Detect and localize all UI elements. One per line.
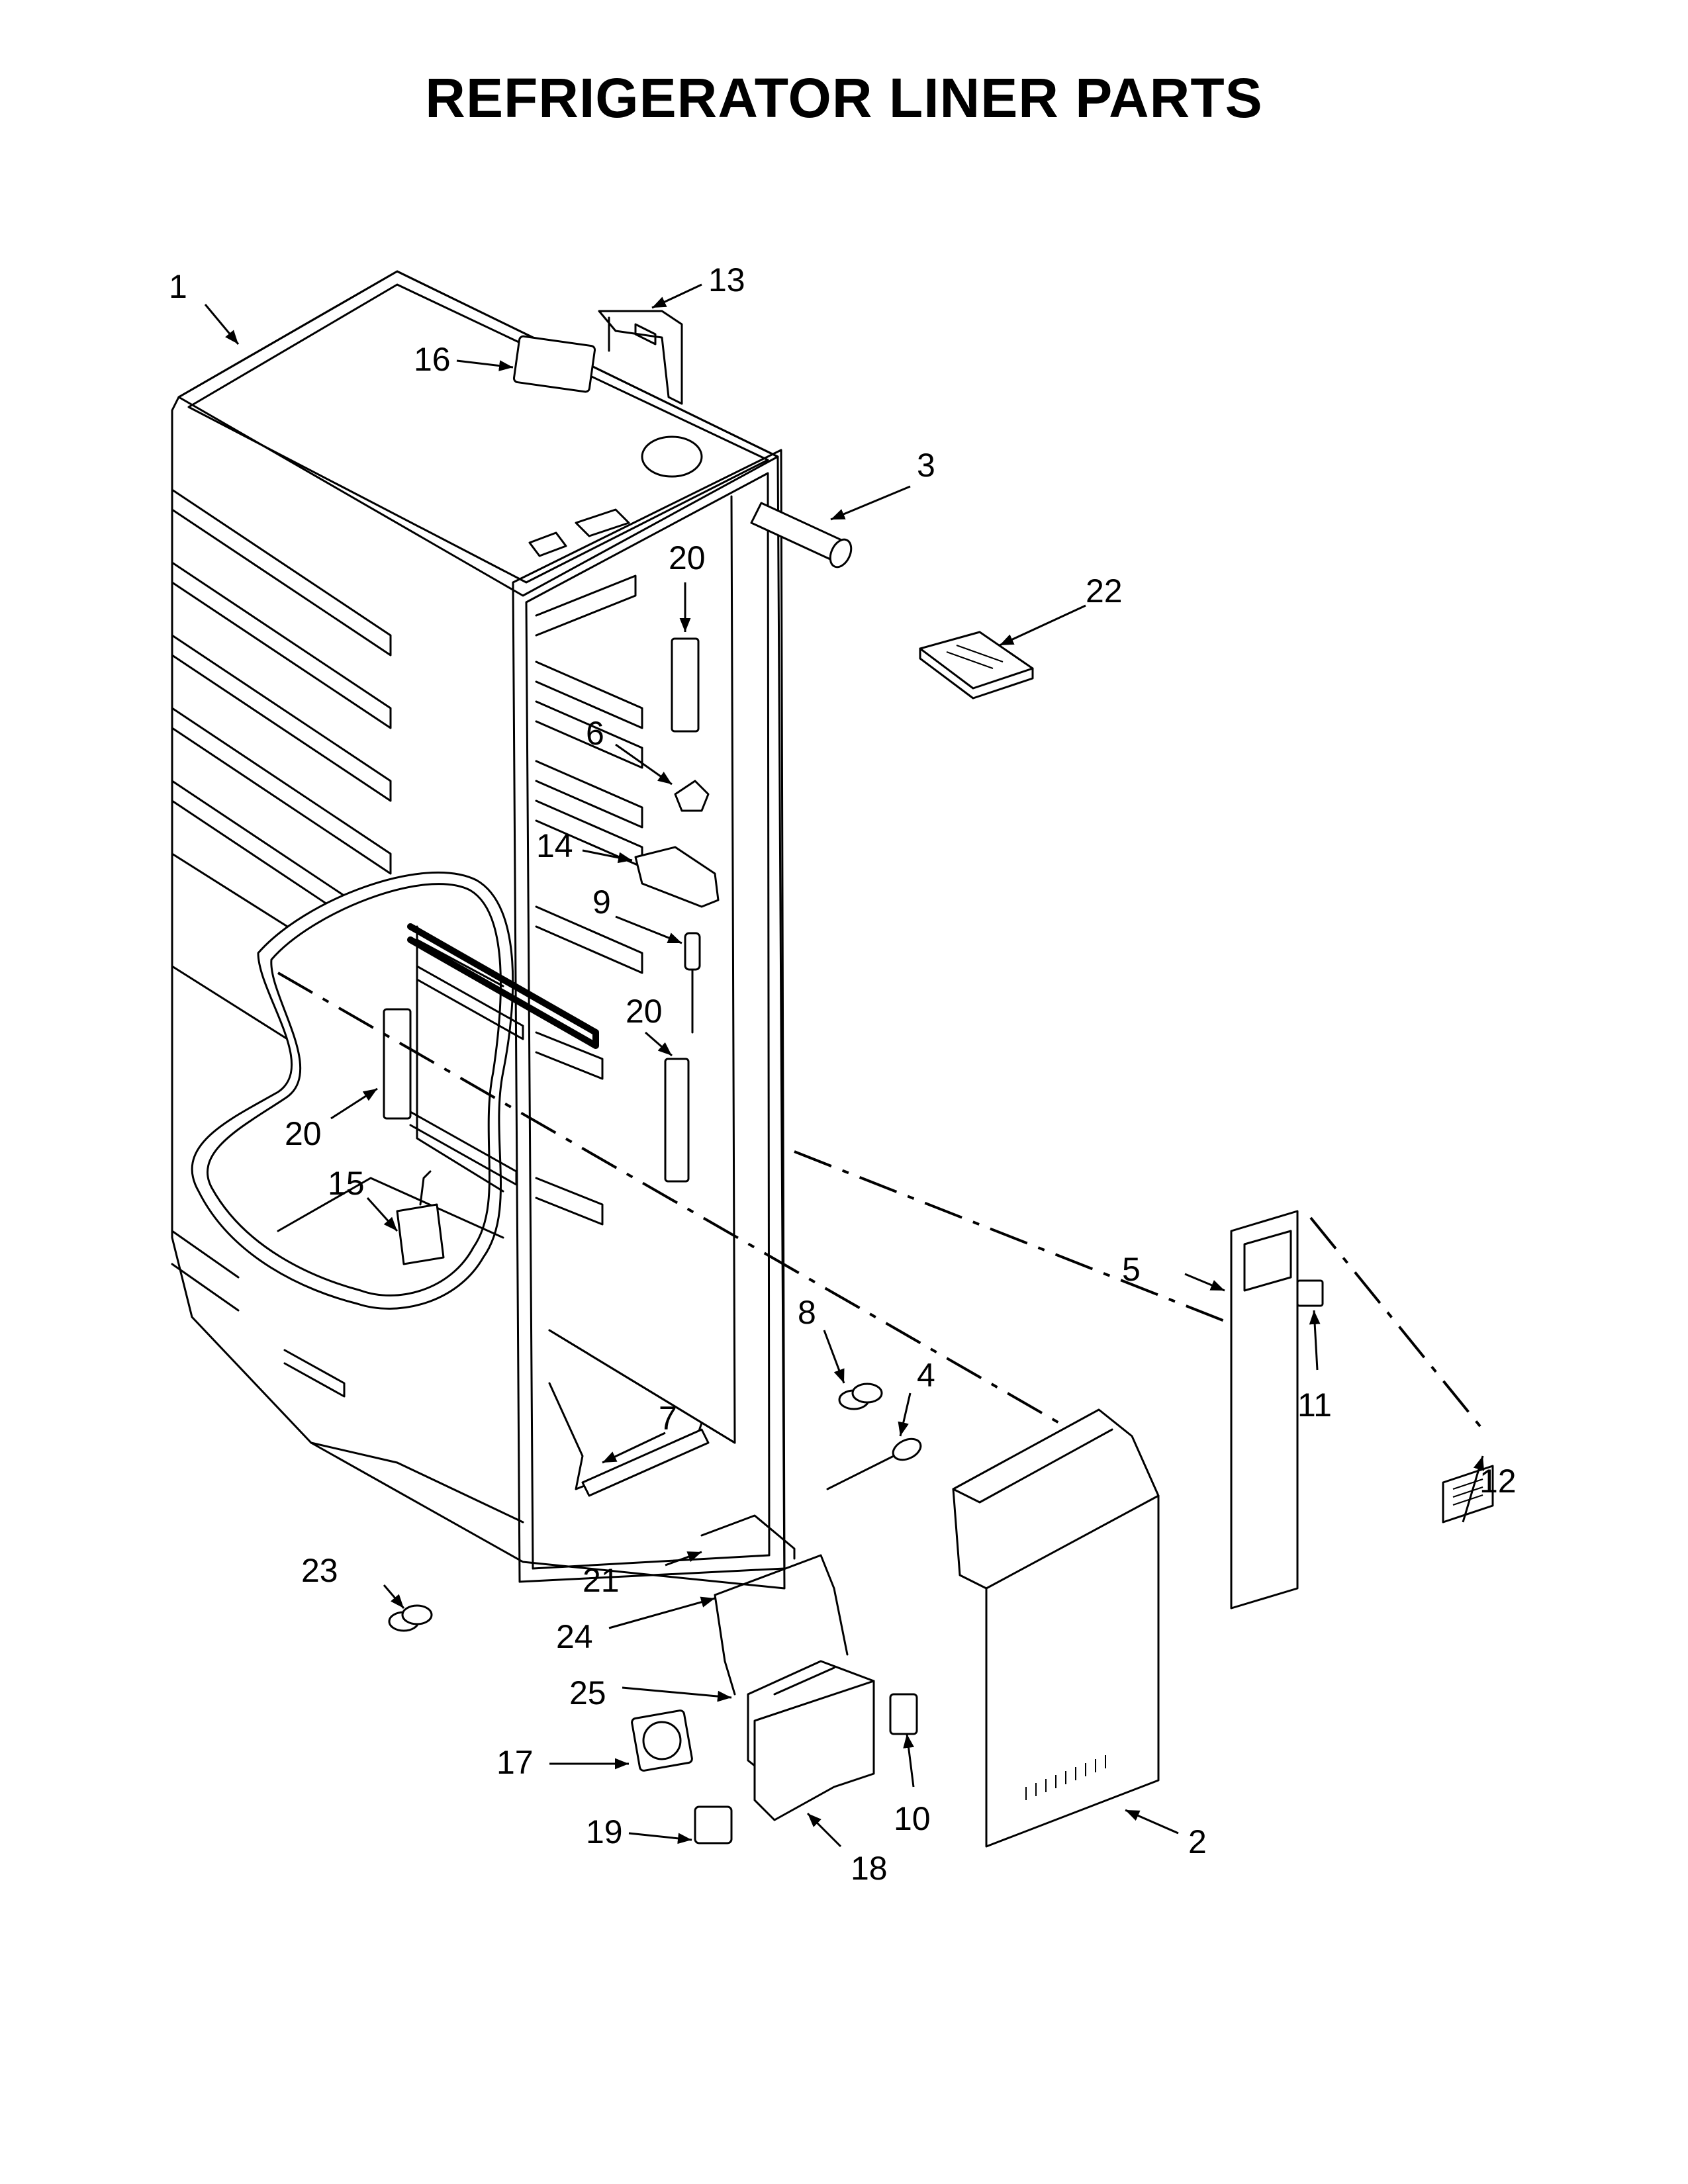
part-9-sensor (684, 932, 701, 1034)
callout-15: 15 (328, 1165, 365, 1202)
callout-14: 14 (536, 827, 573, 864)
callout-18: 18 (851, 1850, 888, 1887)
callout-labels: 1 2 3 4 5 6 7 8 9 10 11 12 13 14 15 16 1… (169, 261, 1517, 1887)
part-14-housing (634, 846, 720, 908)
part-18-fan-housing (753, 1680, 875, 1821)
callout-8: 8 (798, 1294, 816, 1331)
part-20-strip-middle (664, 1058, 690, 1183)
callout-11: 11 (1297, 1387, 1332, 1424)
part-23-cap (388, 1604, 433, 1632)
part-19-module (694, 1805, 733, 1844)
part-17-fan (631, 1709, 693, 1772)
cutaway-view (191, 871, 514, 1310)
part-3-light-tube (750, 502, 853, 569)
callout-6: 6 (586, 715, 604, 752)
callout-5: 5 (1122, 1251, 1141, 1288)
part-15-board (396, 1170, 445, 1265)
liner-cabinet (171, 270, 786, 1590)
callout-1: 1 (169, 268, 187, 305)
alignment-lines (277, 972, 1484, 1431)
callout-4: 4 (917, 1357, 935, 1394)
part-16-panel (512, 335, 596, 393)
part-20-strip-upper (671, 637, 700, 733)
part-4-pin (826, 1437, 922, 1490)
callout-13: 13 (708, 261, 745, 298)
callout-22: 22 (1086, 572, 1123, 610)
callout-16: 16 (414, 341, 451, 378)
side-shelf-rails (171, 488, 392, 1398)
callout-9: 9 (592, 884, 611, 921)
part-5-side-panel (1230, 1210, 1299, 1610)
callout-24: 24 (556, 1618, 593, 1655)
callout-21: 21 (583, 1562, 620, 1599)
part-24-wire (714, 1554, 849, 1696)
callout-20c: 20 (285, 1115, 322, 1152)
callout-20b: 20 (626, 993, 663, 1030)
part-12-vent-grille (1442, 1465, 1494, 1524)
callout-25: 25 (569, 1674, 606, 1711)
part-11-grille (1296, 1279, 1324, 1307)
diagram-title: REFRIGERATOR LINER PARTS (425, 67, 1263, 129)
part-6-clip (674, 780, 710, 812)
part-2-evaporator-cover (952, 1408, 1160, 1848)
callout-17: 17 (496, 1744, 534, 1781)
callout-12: 12 (1479, 1463, 1517, 1500)
callout-3: 3 (917, 447, 935, 484)
part-20-strip-left (383, 1008, 412, 1120)
leader-arrows (204, 283, 1485, 1848)
callout-7: 7 (659, 1400, 677, 1437)
part-10-clip (889, 1693, 918, 1735)
callout-23: 23 (301, 1552, 338, 1589)
callout-2: 2 (1188, 1823, 1207, 1860)
part-8-plug (838, 1383, 883, 1410)
part-7-heater (548, 1382, 710, 1497)
callout-10: 10 (894, 1800, 931, 1837)
callout-20a: 20 (669, 539, 706, 576)
part-22-control-module (919, 631, 1034, 700)
part-21-rod (700, 1514, 796, 1560)
part-13-bracket (598, 310, 683, 405)
callout-19: 19 (586, 1813, 623, 1850)
